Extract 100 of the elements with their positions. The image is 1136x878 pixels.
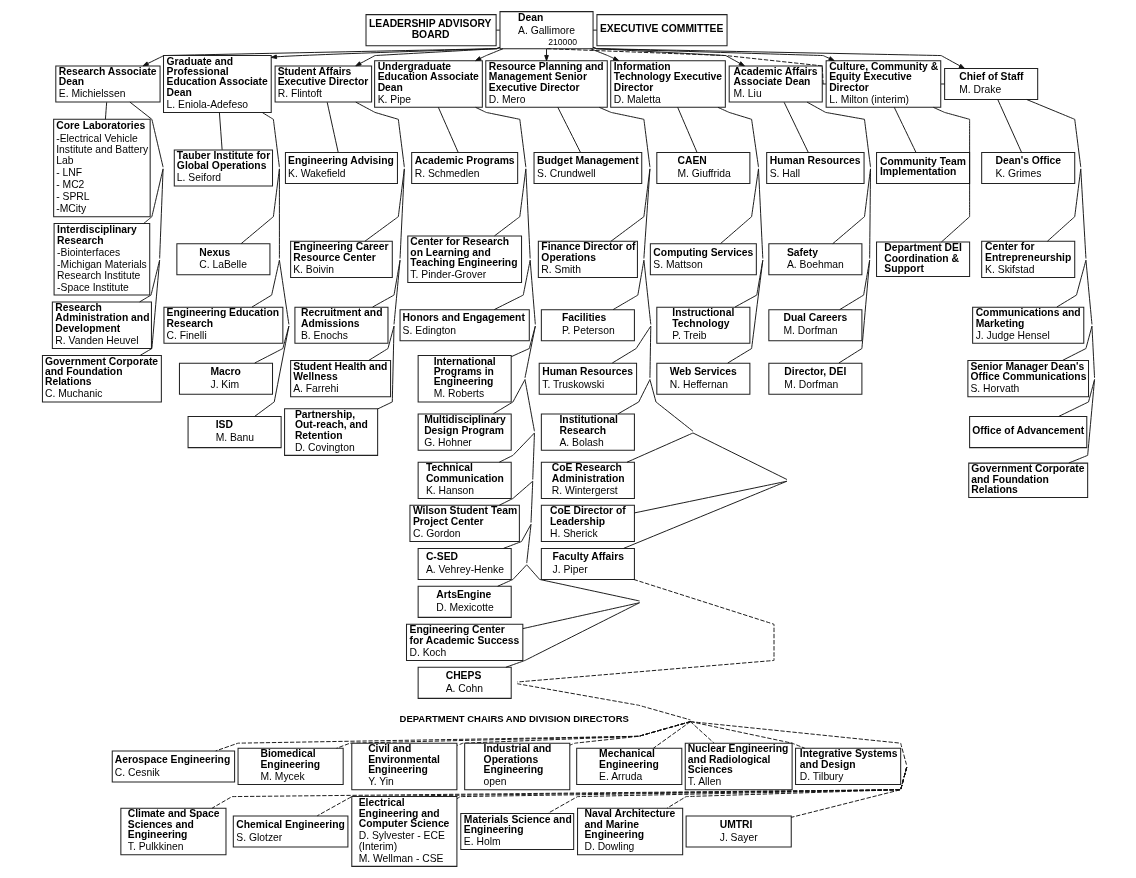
connector [495, 29, 500, 31]
node-box: Electrical Engineering and Computer Science D. Sylvester - ECE (Interim) M. Wellman - CSE [350, 796, 457, 867]
connector [218, 112, 223, 151]
node-box: Aerospace Engineering C. Cesnik [111, 750, 235, 783]
node-box: Chemical Engineering S. Glotzer [232, 815, 348, 848]
node-box: Government Corporate and Foundation Relations [967, 462, 1088, 499]
node-box: ArtsEngine D. Mexicotte [417, 585, 512, 618]
connector [1025, 99, 1081, 242]
connector [626, 379, 693, 463]
node-box: CHEPS A. Cohn [417, 666, 512, 699]
connector [456, 721, 691, 746]
node-box: Faculty Affairs J. Piper [540, 547, 635, 580]
node-box: Research Administration and Development R. Vanden Heuvel [51, 301, 152, 350]
connector [214, 579, 774, 752]
node-box: Engineering Advising K. Wakefield [284, 151, 398, 185]
connector [940, 83, 945, 85]
node-box: Macro J. Kim [178, 362, 273, 395]
connector [611, 259, 651, 364]
arrow [354, 47, 500, 67]
connector [569, 721, 691, 746]
connector [521, 564, 640, 630]
connector [474, 106, 526, 237]
connector [790, 766, 907, 818]
connector [676, 106, 698, 153]
connector [1055, 168, 1086, 308]
node-box: CAEN M. Giuffrida [655, 151, 750, 185]
connector [437, 106, 459, 153]
connector [893, 106, 916, 153]
connector [510, 259, 536, 358]
node-box: Community Team Implementation [875, 151, 970, 185]
node-box: Integrative Systems and Design D. Tilbury [794, 747, 901, 786]
node-box: Industrial and Operations Engineering open [463, 742, 570, 791]
node-box: Chief of Staff M. Drake [943, 67, 1038, 100]
node-box: Civil and Environmental Engineering Y. Yin [350, 742, 457, 791]
connector [367, 259, 400, 361]
connector [376, 325, 394, 410]
connector [689, 721, 805, 749]
node-box: Student Health and Wellness A. Farrehi [289, 360, 391, 398]
node-box: UMTRI J. Sayer [685, 815, 792, 848]
connector [806, 101, 871, 245]
node-box: Dean's Office K. Grimes [980, 151, 1075, 185]
connector [652, 721, 691, 749]
node-box: Multidisciplinary Design Program G. Hohner [417, 413, 512, 451]
connector [128, 101, 164, 224]
node-box: Safety A. Boehman [767, 243, 862, 276]
node-box: Nexus C. LaBelle [175, 243, 270, 276]
node-box: Center for Research on Learning and Teaching Engineering T. Pinder-Grover [406, 235, 522, 284]
node-box: Graduate and Professional Education Associate Dean L. Eniola-Adefeso [162, 55, 272, 113]
node-box: Resource Planning and Management Senior Executive Director D. Mero [484, 60, 608, 108]
node-box: Computing Services S. Mattson [649, 243, 757, 276]
node-box: Research Associate Dean E. Michielssen [54, 65, 161, 103]
node-box: Undergraduate Education Associate Dean K. Pipe [373, 60, 483, 108]
node-box: Academic Affairs Associate Dean M. Liu [728, 65, 823, 103]
node-box: Core Laboratories -Electrical Vehicle Institute and Battery Lab - LNF - MC2 - SPRL -MCity [52, 118, 151, 218]
connector [251, 168, 280, 308]
connector [783, 101, 809, 153]
node-box: Mechanical Engineering E. Arruda [575, 747, 682, 786]
node-box: Engineering Education Research C. Finelli [162, 306, 283, 344]
connector [502, 480, 533, 549]
node-box: Government Corporate and Foundation Relations C. Muchanic [41, 354, 162, 403]
node-box: Engineering Center for Academic Success D. Koch [405, 623, 523, 661]
connector [496, 523, 531, 587]
connector [253, 259, 289, 364]
connector [592, 29, 597, 31]
arrow [592, 47, 965, 69]
node-box: C-SED A. Vehrey-Henke [417, 547, 512, 580]
node-box: Human Resources S. Hall [765, 151, 865, 185]
node-box: Nuclear Engineering and Radiological Sciences T. Allen [684, 742, 793, 791]
node-box: Senior Manager Dean's Office Communications S. Horvath [966, 360, 1089, 398]
connector [139, 259, 160, 356]
connector [335, 721, 691, 749]
node-box: Tauber Institute for Global Operations L. Seiford [173, 149, 273, 187]
node-box: ISD M. Banu [187, 416, 282, 449]
connector [253, 325, 289, 417]
connector [240, 112, 280, 245]
node-box: Instructional Technology P. Treib [655, 306, 750, 344]
node-box: Department DEI Coordination & Support [875, 241, 970, 278]
connector [617, 325, 651, 415]
node-box: Dean A. Gallimore 210000 [499, 11, 594, 50]
node-box: Dual Careers M. Dorfman [767, 309, 862, 342]
arrow [543, 48, 549, 62]
node-box: Budget Management S. Crundwell [533, 151, 642, 185]
connector [138, 168, 164, 303]
node-box: Facilities P. Peterson [540, 309, 635, 342]
connector [996, 99, 1022, 153]
node-box: Student Affairs Executive Director R. Flintoft [274, 65, 372, 103]
connector [612, 168, 650, 311]
node-box: Naval Architecture and Marine Engineering D. Dowling [576, 807, 683, 856]
connector [717, 106, 759, 245]
node-box: Partnership, Out-reach, and Retention D. Covington [283, 408, 378, 456]
node-box: Recruitment and Admissions B. Enochs [293, 306, 388, 344]
connector [633, 432, 787, 514]
connector [821, 83, 826, 85]
node-box: Office of Advancement [968, 416, 1087, 449]
node-box: CoE Research Administration R. Wintergerst [540, 461, 635, 499]
node-box: LEADERSHIP ADVISORY BOARD [365, 14, 497, 47]
connector [838, 168, 871, 311]
node-box: Materials Science and Engineering E. Holm [459, 812, 574, 851]
connector [371, 168, 405, 308]
connector [504, 602, 640, 668]
